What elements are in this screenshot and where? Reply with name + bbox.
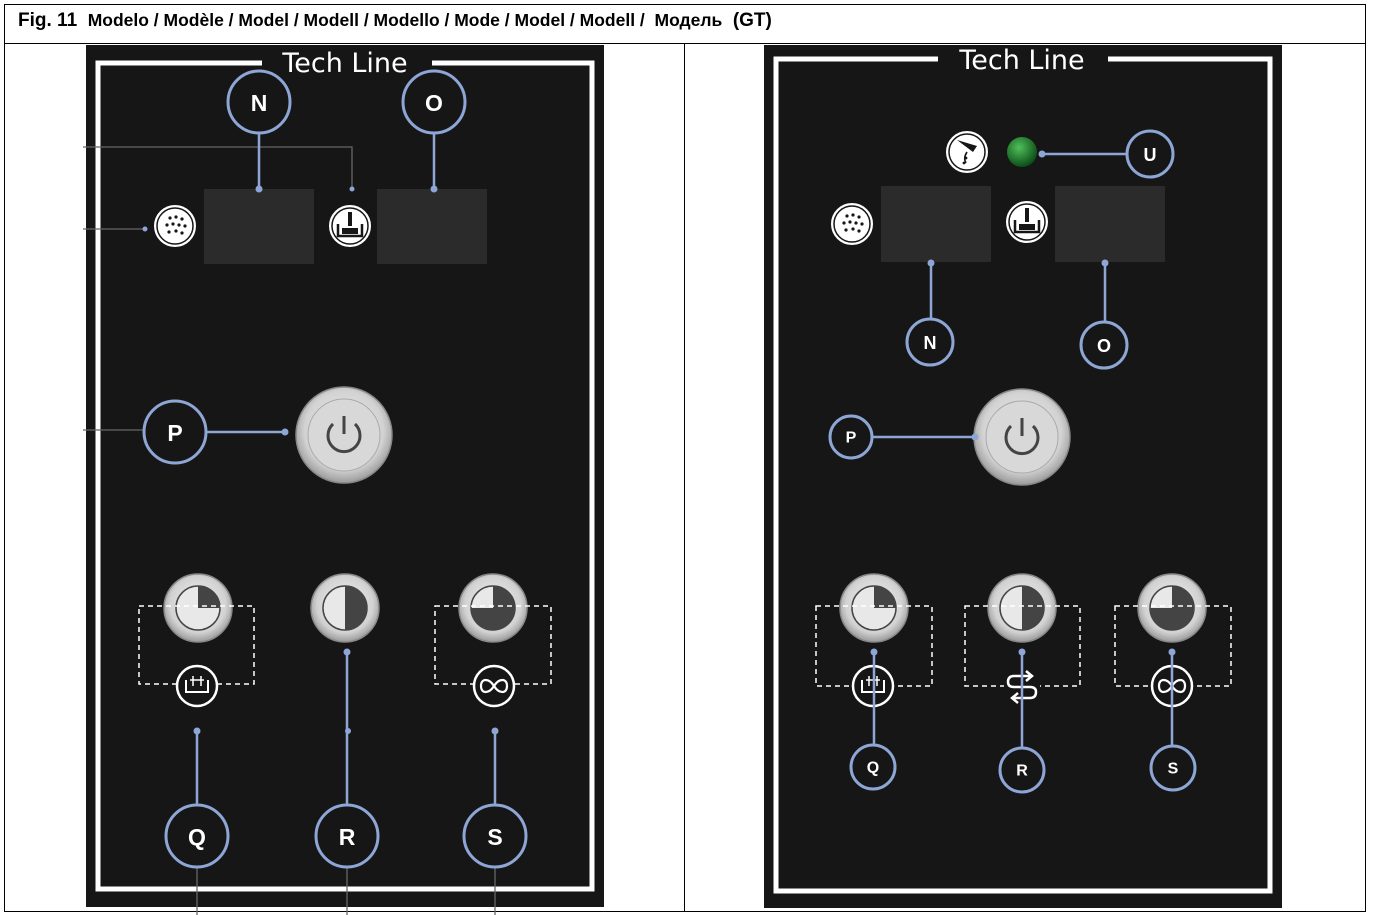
svg-text:S: S [487,824,502,850]
right-brand-title: Tech Line [958,45,1084,76]
callout-n: N [905,317,955,367]
callout-q: Q [849,743,897,791]
left-leader-lines [83,146,496,915]
leader-dot [349,186,355,192]
timer-icon [471,586,515,630]
callout-u: U [1125,129,1175,179]
callout-s: S [1149,744,1197,792]
callout-p: P [142,399,208,465]
figure-header: Fig. 11 Modelo / Modèle / Model / Modell… [4,4,1366,44]
right-control-panel: Tech Line [764,45,1282,908]
callout-q: Q [164,803,230,869]
left-display-n [204,189,314,264]
bath-icon [175,664,219,708]
svg-text:P: P [846,430,857,447]
shower-icon [829,201,875,247]
svg-text:R: R [339,824,356,850]
right-display-n [881,186,991,262]
svg-text:Q: Q [188,824,206,850]
timer-button-r[interactable] [987,573,1057,643]
figure-frame [4,4,1366,912]
figure-models: Modelo / Modèle / Model / Modell / Model… [87,10,723,30]
figure-caption: Fig. 11 Modelo / Modèle / Model / Modell… [18,10,772,32]
power-icon [1004,418,1040,456]
svg-text:Q: Q [867,760,879,777]
left-title-gap [262,48,432,78]
timer-button-q[interactable] [839,573,909,643]
figure-number: Fig. 11 [18,10,78,31]
drip-icon [944,129,990,175]
power-button[interactable] [973,388,1071,486]
right-callout-lines [872,152,1174,748]
callout-s: S [462,803,528,869]
timer-icon [1022,586,1044,630]
callout-p: P [828,414,874,460]
left-display-o [377,189,487,264]
svg-text:N: N [251,90,268,116]
power-icon [326,416,362,454]
figure-model-code: (GT) [732,10,772,31]
timer-icon [345,586,367,630]
svg-text:N: N [924,333,937,353]
leader-dot [142,226,148,232]
svg-text:S: S [1168,761,1179,778]
timer-icon [1150,586,1194,630]
basin-icon [327,203,373,249]
callout-r: R [314,803,380,869]
right-callout-anchors [870,150,1176,656]
right-display-o [1055,186,1165,262]
power-button[interactable] [295,386,393,484]
svg-text:U: U [1144,145,1157,165]
left-control-panel: Tech Line [83,45,604,915]
infinity-icon [472,664,516,708]
callout-r: R [998,746,1046,794]
basin-icon [1004,199,1050,245]
timer-button-r[interactable] [310,573,380,643]
right-title-gap [938,46,1108,74]
timer-icon [198,586,220,608]
svg-text:P: P [167,420,182,446]
svg-text:R: R [1016,763,1028,780]
callout-o: O [1079,320,1129,370]
timer-button-s[interactable] [1137,573,1207,643]
timer-button-s[interactable] [458,573,528,643]
status-led [1007,137,1037,167]
left-brand-title: Tech Line [281,48,407,79]
timer-icon [874,586,896,608]
timer-button-q[interactable] [163,573,233,643]
svg-text:O: O [1097,336,1111,356]
left-callout-anchors [193,185,499,735]
svg-text:O: O [425,90,443,116]
shower-icon [152,203,198,249]
panel-divider [684,44,685,912]
callout-n: N [226,69,292,135]
callout-o: O [401,69,467,135]
